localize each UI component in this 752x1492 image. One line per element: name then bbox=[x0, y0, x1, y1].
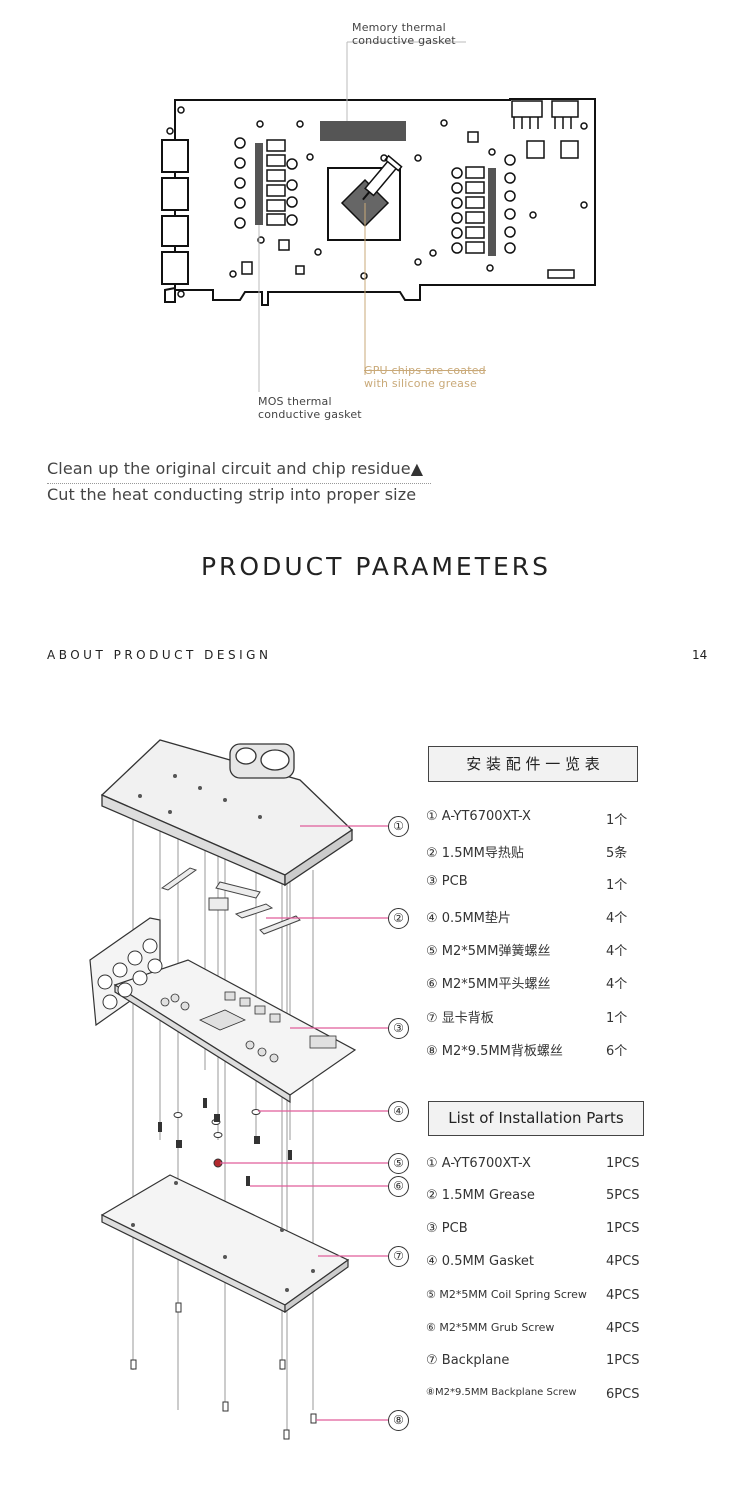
en-list-item: ③ PCB 1PCS bbox=[426, 1221, 639, 1236]
en-list-title: List of Installation Parts bbox=[448, 1109, 624, 1127]
callout-7-text: ⑦ bbox=[393, 1249, 404, 1263]
en-item-name: ① A-YT6700XT-X bbox=[426, 1156, 531, 1171]
gpu-label-line1: GPU chips are coated bbox=[364, 364, 486, 377]
cn-item-qty: 1个 bbox=[606, 878, 628, 893]
en-item-name: ⑧M2*9.5MM Backplane Screw bbox=[426, 1387, 577, 1398]
cn-list-item: ③ PCB 1个 bbox=[426, 874, 627, 893]
en-list-item: ① A-YT6700XT-X 1PCS bbox=[426, 1156, 639, 1171]
page-number: 14 bbox=[692, 648, 708, 662]
callout-6-text: ⑥ bbox=[393, 1179, 404, 1193]
en-list-item: ⑥ M2*5MM Grub Screw 4PCS bbox=[426, 1321, 639, 1336]
memory-gasket-label: Memory thermal conductive gasket bbox=[352, 21, 456, 47]
en-item-qty: 1PCS bbox=[606, 1221, 640, 1236]
about-heading: ABOUT PRODUCT DESIGN bbox=[47, 648, 272, 662]
en-item-qty: 1PCS bbox=[606, 1156, 640, 1171]
callout-1-text: ① bbox=[393, 819, 404, 833]
pcb-board bbox=[89, 917, 357, 1104]
en-item-name: ③ PCB bbox=[426, 1221, 468, 1236]
note-clean-up: Clean up the original circuit and chip r… bbox=[47, 459, 423, 478]
cn-item-name: ③ PCB bbox=[426, 874, 468, 889]
cn-list-item: ⑦ 显卡背板 1个 bbox=[426, 1007, 627, 1026]
page-title: PRODUCT PARAMETERS bbox=[200, 552, 552, 581]
pcb-top-diagram bbox=[161, 41, 596, 392]
cn-item-qty: 4个 bbox=[606, 944, 628, 959]
en-item-name: ⑦ Backplane bbox=[426, 1353, 510, 1368]
callout-4: ④ bbox=[388, 1101, 409, 1122]
callout-5-text: ⑤ bbox=[393, 1156, 404, 1170]
triangle-icon: ▲ bbox=[410, 459, 424, 478]
memory-gasket-pad bbox=[320, 121, 406, 141]
cn-item-qty: 1个 bbox=[606, 813, 628, 828]
en-item-qty: 5PCS bbox=[606, 1188, 640, 1203]
cn-item-qty: 1个 bbox=[606, 1011, 628, 1026]
cn-list-item: ⑤ M2*5MM弹簧螺丝 4个 bbox=[426, 940, 627, 959]
cn-item-name: ⑦ 显卡背板 bbox=[426, 1011, 494, 1026]
mos-label-line2: conductive gasket bbox=[258, 408, 362, 421]
en-item-qty: 4PCS bbox=[606, 1288, 640, 1303]
callout-1: ① bbox=[388, 816, 409, 837]
cn-item-qty: 4个 bbox=[606, 977, 628, 992]
gpu-grease-label: GPU chips are coated with silicone greas… bbox=[364, 364, 486, 390]
note-cut-strip: Cut the heat conducting strip into prope… bbox=[47, 485, 417, 504]
en-item-qty: 4PCS bbox=[606, 1321, 640, 1336]
callout-3: ③ bbox=[388, 1018, 409, 1039]
callout-8-text: ⑧ bbox=[393, 1413, 404, 1427]
en-item-qty: 1PCS bbox=[606, 1353, 640, 1368]
en-item-name: ② 1.5MM Grease bbox=[426, 1188, 535, 1203]
en-item-name: ④ 0.5MM Gasket bbox=[426, 1254, 534, 1269]
callout-4-text: ④ bbox=[393, 1104, 404, 1118]
cn-item-qty: 5条 bbox=[606, 846, 628, 861]
callout-2-text: ② bbox=[393, 911, 404, 925]
callout-8: ⑧ bbox=[388, 1410, 409, 1431]
mos-label-line1: MOS thermal bbox=[258, 395, 332, 408]
callout-3-text: ③ bbox=[393, 1021, 404, 1035]
cn-list-item: ⑧ M2*9.5MM背板螺丝 6个 bbox=[426, 1040, 627, 1059]
note-divider bbox=[47, 483, 431, 484]
cn-item-name: ⑥ M2*5MM平头螺丝 bbox=[426, 977, 551, 992]
cn-item-name: ⑤ M2*5MM弹簧螺丝 bbox=[426, 944, 551, 959]
gpu-label-line2: with silicone grease bbox=[364, 377, 478, 390]
cn-item-qty: 4个 bbox=[606, 911, 628, 926]
en-item-name: ⑤ M2*5MM Coil Spring Screw bbox=[426, 1288, 587, 1301]
cn-item-name: ② 1.5MM导热贴 bbox=[426, 846, 524, 861]
cn-item-name: ⑧ M2*9.5MM背板螺丝 bbox=[426, 1044, 563, 1059]
memory-label-line2: conductive gasket bbox=[352, 34, 456, 47]
en-list-title-box: List of Installation Parts bbox=[428, 1101, 644, 1136]
mos-gasket-right bbox=[488, 168, 496, 256]
grease-syringe-icon bbox=[362, 154, 403, 201]
cn-list-item: ② 1.5MM导热贴 5条 bbox=[426, 842, 627, 861]
callout-7: ⑦ bbox=[388, 1246, 409, 1267]
mos-gasket-label: MOS thermal conductive gasket bbox=[258, 395, 362, 421]
callout-5: ⑤ bbox=[388, 1153, 409, 1174]
backplate bbox=[100, 1174, 350, 1314]
cn-list-item: ④ 0.5MM垫片 4个 bbox=[426, 907, 627, 926]
cn-item-name: ① A-YT6700XT-X bbox=[426, 809, 531, 824]
exploded-view-diagram bbox=[89, 739, 388, 1440]
cn-list-title: 安 装 配 件 一 览 表 bbox=[466, 755, 600, 773]
cn-list-item: ① A-YT6700XT-X 1个 bbox=[426, 809, 627, 828]
en-item-qty: 6PCS bbox=[606, 1387, 640, 1402]
en-list-item: ⑦ Backplane 1PCS bbox=[426, 1353, 639, 1368]
en-item-name: ⑥ M2*5MM Grub Screw bbox=[426, 1321, 555, 1334]
water-block bbox=[100, 739, 354, 887]
cn-item-qty: 6个 bbox=[606, 1044, 628, 1059]
memory-label-line1: Memory thermal bbox=[352, 21, 446, 34]
en-list-item: ⑧M2*9.5MM Backplane Screw 6PCS bbox=[426, 1387, 639, 1402]
callout-6: ⑥ bbox=[388, 1176, 409, 1197]
cn-list-item: ⑥ M2*5MM平头螺丝 4个 bbox=[426, 973, 627, 992]
en-item-qty: 4PCS bbox=[606, 1254, 640, 1269]
mos-gasket-left bbox=[255, 143, 263, 225]
en-list-item: ④ 0.5MM Gasket 4PCS bbox=[426, 1254, 639, 1269]
cn-item-name: ④ 0.5MM垫片 bbox=[426, 911, 511, 926]
cn-list-title-box: 安 装 配 件 一 览 表 bbox=[428, 746, 638, 782]
en-list-item: ⑤ M2*5MM Coil Spring Screw 4PCS bbox=[426, 1288, 639, 1303]
note-clean-up-text: Clean up the original circuit and chip r… bbox=[47, 459, 411, 478]
callout-2: ② bbox=[388, 908, 409, 929]
en-list-item: ② 1.5MM Grease 5PCS bbox=[426, 1188, 639, 1203]
